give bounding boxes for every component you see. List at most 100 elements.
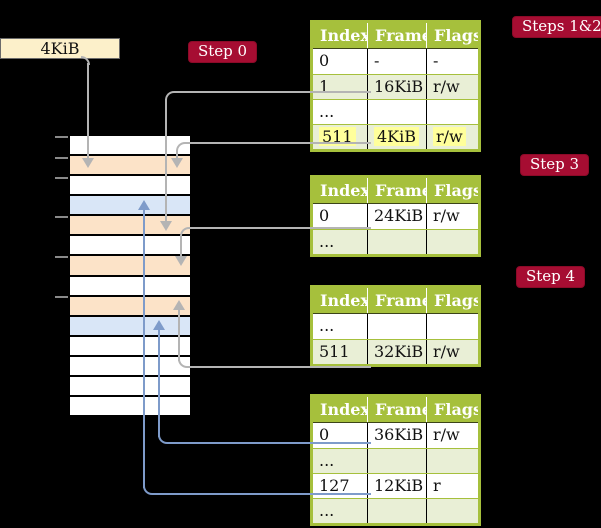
table-header-row: IndexFrameFlags — [313, 397, 478, 423]
table-cell: ... — [319, 451, 335, 470]
table-cell: r — [426, 474, 478, 498]
table-cell: 1 — [319, 77, 330, 96]
badge-step-4: Step 4 — [516, 266, 586, 288]
memory-frame-data — [70, 194, 190, 215]
connector-line — [167, 442, 371, 444]
connector-line — [178, 310, 180, 361]
table-cell — [426, 449, 478, 473]
memory-frame-pagetable — [70, 254, 190, 275]
connector-curve — [143, 486, 152, 495]
highlighted-value: 4KiB — [374, 127, 420, 146]
table-cell: 24KiB — [367, 204, 426, 229]
arrowhead-up-icon — [173, 300, 185, 310]
connector-line — [174, 91, 371, 93]
table-cell: ... — [319, 102, 335, 121]
table-header-row: IndexFrameFlags — [313, 23, 478, 49]
highlighted-value: r/w — [433, 127, 466, 146]
memory-frame-pagetable — [70, 214, 190, 235]
column-header: Index — [320, 181, 367, 200]
memory-frame-free — [70, 234, 190, 255]
connector-line — [87, 63, 89, 159]
table-row: ... — [313, 229, 478, 254]
table-cell: ... — [319, 232, 335, 251]
memory-stack — [70, 136, 190, 416]
table-header-row: IndexFrameFlags — [313, 288, 478, 314]
memory-frame-data — [70, 314, 190, 335]
memory-frame-free — [70, 354, 190, 375]
table-row: ... — [313, 448, 478, 473]
connector-line — [180, 235, 182, 257]
memory-tick — [55, 136, 68, 138]
table-steps-1-2: IndexFrameFlags 0 -- 1 16KiB r/w... 511 4KiB r/w — [310, 20, 481, 152]
arrowhead-up-icon — [138, 200, 150, 210]
memory-frame-free — [70, 334, 190, 355]
memory-tick — [55, 157, 68, 159]
column-header: Frame — [367, 288, 426, 313]
arrowhead-down-icon — [175, 256, 187, 266]
connector-line — [152, 493, 371, 495]
frame-size-label: 4KiB — [40, 39, 80, 58]
column-header: Flags — [426, 178, 478, 203]
column-header: Index — [320, 291, 367, 310]
badge-steps-1-2: Steps 1&2 — [512, 16, 601, 38]
table-cell: 4KiB — [367, 125, 426, 149]
table-step-4b: IndexFrameFlags036KiBr/w... 127 12KiBr... — [310, 394, 481, 526]
connector-line — [189, 227, 371, 229]
table-cell — [367, 499, 426, 523]
column-header: Frame — [367, 178, 426, 203]
table-cell: 12KiB — [367, 474, 426, 498]
table-cell: ... — [319, 501, 335, 520]
arrowhead-down-icon — [160, 221, 172, 231]
table-cell: - — [367, 49, 426, 74]
connector-curve — [180, 227, 189, 236]
table-row: 511 4KiB r/w — [313, 124, 478, 149]
table-cell — [367, 100, 426, 124]
table-cell: ... — [319, 316, 335, 335]
table-cell — [367, 449, 426, 473]
table-cell: 32KiB — [367, 340, 426, 364]
column-header: Flags — [426, 23, 478, 48]
table-cell: 16KiB — [367, 75, 426, 99]
table-cell — [426, 100, 478, 124]
table-cell: 511 — [313, 125, 367, 149]
arrowhead-down-icon — [82, 158, 94, 168]
table-cell: 127 — [319, 476, 350, 495]
table-cell — [426, 499, 478, 523]
table-cell: - — [426, 49, 478, 74]
table-cell: 511 — [319, 342, 350, 361]
memory-frame-pagetable — [70, 294, 190, 315]
table-cell — [426, 314, 478, 339]
column-header: Flags — [426, 288, 478, 313]
memory-frame-free — [70, 174, 190, 195]
table-cell: 36KiB — [367, 423, 426, 448]
column-header: Index — [320, 400, 367, 419]
frame-size-label-box: 4KiB — [0, 38, 120, 59]
connector-line — [143, 210, 145, 488]
connector-line — [158, 330, 160, 437]
highlighted-value: 511 — [319, 127, 356, 146]
table-cell: r/w — [426, 125, 478, 149]
table-row: ... — [313, 314, 478, 339]
memory-frame-free — [70, 374, 190, 396]
memory-tick — [55, 177, 68, 179]
connector-line — [185, 142, 371, 144]
table-cell — [367, 314, 426, 339]
table-step-3: IndexFrameFlags024KiBr/w... — [310, 175, 481, 257]
table-row: ... — [313, 498, 478, 523]
memory-frame-free — [70, 395, 190, 416]
table-cell: 0 — [319, 51, 330, 70]
memory-frame-pagetable — [70, 154, 190, 175]
table-row: ... — [313, 99, 478, 124]
table-cell: 0 — [319, 206, 330, 225]
arrowhead-down-icon — [171, 158, 183, 168]
connector-line — [176, 150, 178, 158]
table-cell — [367, 230, 426, 254]
connector-curve — [165, 91, 174, 100]
